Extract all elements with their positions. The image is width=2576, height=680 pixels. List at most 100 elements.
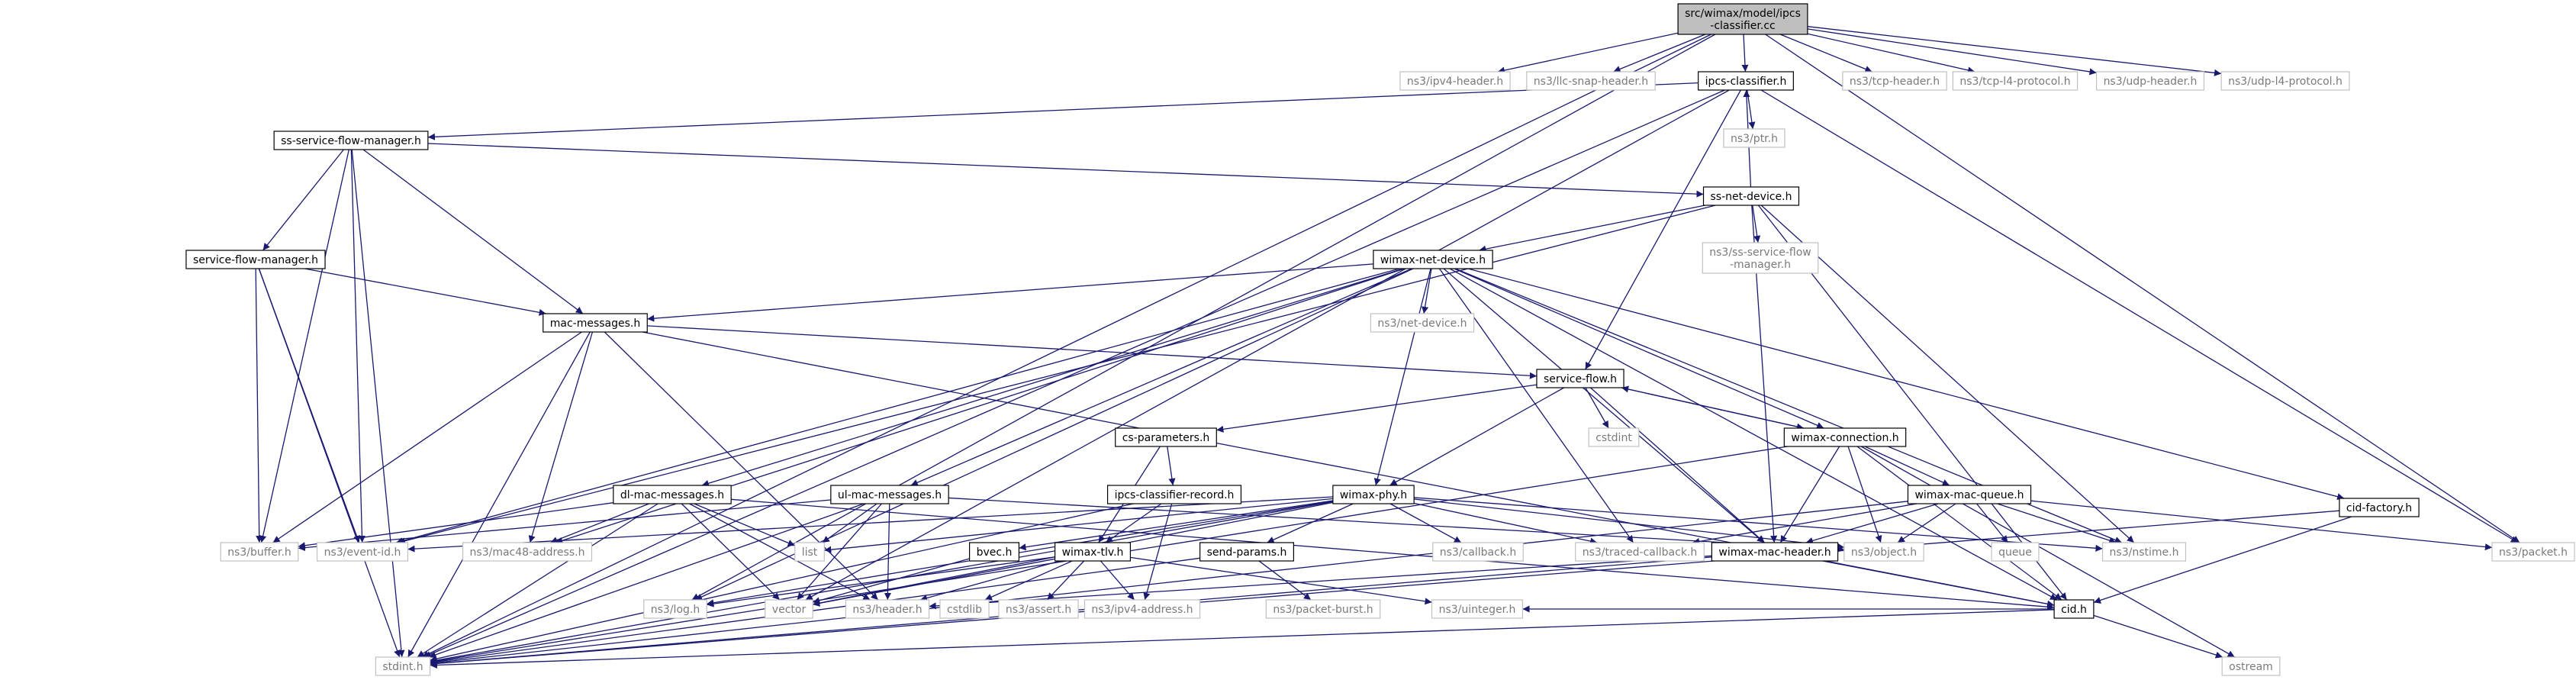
edge-cid-to-ostream [2093, 614, 2223, 659]
file-nodes: src/wimax/model/ipcs-classifier.ccns3/ip… [185, 3, 2575, 676]
edge-service-flow-to-cstdint [1585, 387, 1609, 429]
file-node-stdint: stdint.h [375, 656, 431, 676]
node-box [2339, 498, 2420, 517]
edge-wimax-mac-queue-to-queue [1976, 503, 2008, 543]
node-label: list [802, 546, 818, 559]
edge-wimax-net-device-to-ul-mac-messages [910, 268, 1412, 486]
node-label: ns3/log.h [651, 604, 700, 616]
node-box [613, 485, 732, 504]
edge-mac-messages-to-mac48-address [528, 331, 594, 543]
edge-dl-mac-messages-to-header [689, 503, 871, 601]
edge-cid-to-stdint [430, 609, 2055, 669]
file-node-wimax-connection[interactable]: wimax-connection.h [1783, 427, 1907, 447]
node-box [1698, 71, 1794, 91]
edge-service-flow-to-wimax-phy [1389, 387, 1564, 486]
file-node-wimax-net-device[interactable]: wimax-net-device.h [1373, 250, 1493, 269]
node-label: wimax-tlv.h [1062, 546, 1124, 559]
edge-wimax-tlv-to-cstdlib [984, 560, 1073, 601]
node-label: ipcs-classifier-record.h [1115, 489, 1235, 501]
node-label: ns3/object.h [1851, 546, 1917, 559]
node-box [2053, 599, 2095, 619]
edge-root-to-tcp-header [1779, 34, 1872, 73]
node-label: ns3/callback.h [1440, 546, 1516, 559]
edge-wimax-phy-to-stdint [430, 501, 1333, 664]
file-node-wimax-mac-header[interactable]: wimax-mac-header.h [1711, 542, 1839, 562]
node-box [1702, 186, 1800, 206]
file-node-bvec[interactable]: bvec.h [968, 542, 1020, 562]
edge-ss-service-flow-manager-to-stdint [351, 149, 405, 658]
edge-root-to-udp-l4-protocol [1807, 26, 2222, 76]
file-node-wimax-mac-queue[interactable]: wimax-mac-queue.h [1907, 485, 2032, 504]
edge-ipcs-classifier-to-service-flow [1585, 89, 1741, 370]
node-box [220, 542, 299, 562]
node-box [794, 542, 825, 562]
file-node-ipcs-classifier[interactable]: ipcs-classifier.h [1698, 71, 1794, 91]
node-box [939, 599, 990, 619]
edge-service-flow-to-cs-parameters [1216, 384, 1538, 433]
edge-wimax-phy-to-callback [1389, 503, 1462, 543]
edge-ul-mac-messages-to-list [822, 503, 877, 543]
node-label: ns3/packet.h [2499, 546, 2568, 559]
node-label: send-params.h [1207, 546, 1287, 559]
edge-wimax-net-device-to-mac-messages [647, 263, 1373, 322]
edge-wimax-phy-to-nstime [1414, 497, 2103, 552]
edge-cid-factory-to-cid [2093, 516, 2352, 604]
file-node-ss-service-flow-manager[interactable]: ss-service-flow-manager.h [273, 131, 429, 150]
node-box [1843, 542, 1924, 562]
edge-cs-parameters-to-ipcs-classifier-record [1167, 446, 1176, 486]
edge-wimax-mac-queue-to-traced-callback [1692, 503, 1917, 545]
edge-ss-service-flow-manager-to-buffer [259, 149, 349, 543]
file-node-ipcs-classifier-record[interactable]: ipcs-classifier-record.h [1106, 485, 1242, 504]
node-box [2220, 71, 2350, 91]
node-label: ostream [2229, 661, 2273, 673]
file-node-service-flow[interactable]: service-flow.h [1536, 369, 1624, 388]
edge-dl-mac-messages-to-list [694, 503, 795, 546]
file-node-mac-messages[interactable]: mac-messages.h [543, 313, 648, 333]
node-label: ns3/event-id.h [324, 546, 401, 559]
node-label: wimax-mac-header.h [1718, 546, 1831, 559]
node-label: ns3/nstime.h [2110, 546, 2179, 559]
file-node-wimax-phy[interactable]: wimax-phy.h [1332, 485, 1415, 504]
edge-ipcs-classifier-to-vector [805, 89, 1730, 601]
file-node-cstdlib: cstdlib [939, 599, 990, 619]
file-node-wimax-tlv[interactable]: wimax-tlv.h [1055, 542, 1131, 562]
node-label: cid-factory.h [2346, 502, 2412, 514]
edge-wimax-net-device-to-net-device [1422, 268, 1432, 314]
node-box [968, 542, 1020, 562]
edge-ipcs-classifier-record-to-ipv4-address [1143, 503, 1173, 601]
file-node-callback: ns3/callback.h [1432, 542, 1524, 562]
edge-wimax-phy-to-event-id [407, 496, 1333, 553]
node-box [1332, 485, 1415, 504]
node-box [845, 599, 930, 619]
node-label: ns3/ipv4-address.h [1091, 604, 1193, 616]
file-node-cid-factory[interactable]: cid-factory.h [2339, 498, 2420, 517]
edge-dl-mac-messages-to-cid [731, 498, 2055, 611]
node-box [1084, 599, 1201, 619]
file-node-send-params[interactable]: send-params.h [1199, 542, 1294, 562]
edge-root-to-ipv4-header [1497, 32, 1679, 74]
file-node-traced-callback: ns3/traced-callback.h [1575, 542, 1705, 562]
edge-ss-service-flow-manager-to-service-flow-manager [262, 149, 344, 251]
file-node-net-device: ns3/net-device.h [1370, 313, 1475, 333]
node-box [462, 542, 593, 562]
node-label: service-flow.h [1544, 373, 1617, 385]
edge-service-flow-manager-to-buffer [255, 268, 263, 543]
file-node-ss-net-device[interactable]: ss-net-device.h [1702, 186, 1800, 206]
node-label: -classifier.cc [1710, 20, 1775, 32]
file-node-nstime: ns3/nstime.h [2101, 542, 2187, 562]
edge-wimax-connection-to-service-flow [1621, 385, 1805, 429]
file-node-cs-parameters[interactable]: cs-parameters.h [1115, 427, 1217, 447]
file-node-packet-burst: ns3/packet-burst.h [1265, 599, 1381, 619]
file-node-list: list [794, 542, 825, 562]
edge-mac-messages-to-buffer [272, 331, 582, 543]
file-node-udp-l4-protocol: ns3/udp-l4-protocol.h [2220, 71, 2350, 91]
node-box [1723, 128, 1785, 148]
edge-send-params-to-stdint [430, 557, 1200, 665]
file-node-ul-mac-messages[interactable]: ul-mac-messages.h [830, 485, 949, 504]
file-node-dl-mac-messages[interactable]: dl-mac-messages.h [613, 485, 732, 504]
edge-ss-service-flow-manager-to-event-id [350, 149, 365, 543]
file-node-service-flow-manager[interactable]: service-flow-manager.h [185, 250, 326, 269]
file-node-cid[interactable]: cid.h [2053, 599, 2095, 619]
node-box [1055, 542, 1131, 562]
node-label: ns3/uinteger.h [1439, 604, 1516, 616]
